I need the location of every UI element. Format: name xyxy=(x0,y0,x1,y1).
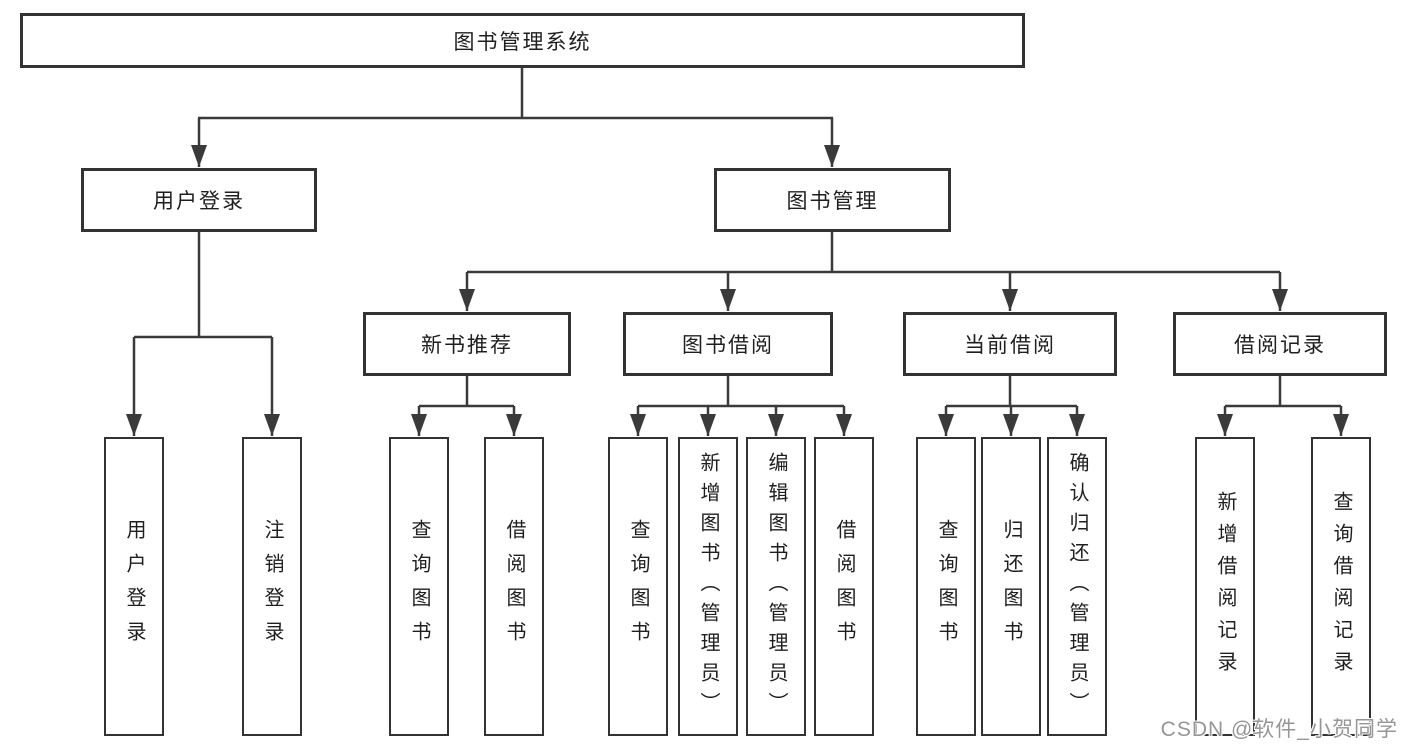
node-current-borrowing: 当前借阅 xyxy=(903,312,1117,376)
node-label: 新书推荐 xyxy=(421,334,513,357)
node-root-system: 图书管理系统 xyxy=(20,13,1025,68)
leaf-add-books-admin: 新增图书（管理员） xyxy=(678,437,738,736)
leaf-borrowing-query-books: 查询图书 xyxy=(608,437,668,736)
node-label: 归还图书 xyxy=(1000,518,1022,655)
leaf-add-borrow-record: 新增借阅记录 xyxy=(1195,437,1255,736)
node-label: 查询图书 xyxy=(408,518,430,655)
node-label: 查询借阅记录 xyxy=(1330,490,1352,683)
leaf-confirm-return-admin: 确认归还（管理员） xyxy=(1047,437,1107,736)
node-label: 新增图书（管理员） xyxy=(697,451,719,722)
csdn-watermark: CSDN @软件_小贺同学 xyxy=(1160,718,1398,741)
leaf-recommend-query-books: 查询图书 xyxy=(389,437,449,736)
node-label: 图书借阅 xyxy=(682,334,774,357)
node-label: 借阅图书 xyxy=(833,518,855,655)
node-new-book-recommend: 新书推荐 xyxy=(363,312,571,376)
leaf-user-login: 用户登录 xyxy=(104,437,164,736)
node-label: 编辑图书（管理员） xyxy=(765,451,787,722)
node-book-borrowing: 图书借阅 xyxy=(623,312,833,376)
node-label: 查询图书 xyxy=(935,518,957,655)
node-label: 借阅记录 xyxy=(1234,334,1326,357)
node-user-login: 用户登录 xyxy=(81,168,317,232)
node-label: 新增借阅记录 xyxy=(1214,490,1236,683)
leaf-current-query-books: 查询图书 xyxy=(916,437,976,736)
leaf-logout: 注销登录 xyxy=(242,437,302,736)
node-label: 确认归还（管理员） xyxy=(1066,451,1088,722)
node-label: 查询图书 xyxy=(627,518,649,655)
node-label: 借阅图书 xyxy=(503,518,525,655)
node-borrow-records: 借阅记录 xyxy=(1173,312,1387,376)
node-label: 图书管理系统 xyxy=(453,30,592,54)
node-book-management: 图书管理 xyxy=(714,168,951,232)
leaf-recommend-borrow-books: 借阅图书 xyxy=(484,437,544,736)
leaf-edit-books-admin: 编辑图书（管理员） xyxy=(746,437,806,736)
node-label: 用户登录 xyxy=(153,190,245,213)
leaf-query-borrow-record: 查询借阅记录 xyxy=(1311,437,1371,736)
node-label: 当前借阅 xyxy=(964,334,1056,357)
node-label: 用户登录 xyxy=(123,518,145,655)
node-label: 图书管理 xyxy=(786,190,879,213)
leaf-return-books: 归还图书 xyxy=(981,437,1041,736)
node-label: 注销登录 xyxy=(261,518,283,655)
leaf-borrowing-borrow-books: 借阅图书 xyxy=(814,437,874,736)
